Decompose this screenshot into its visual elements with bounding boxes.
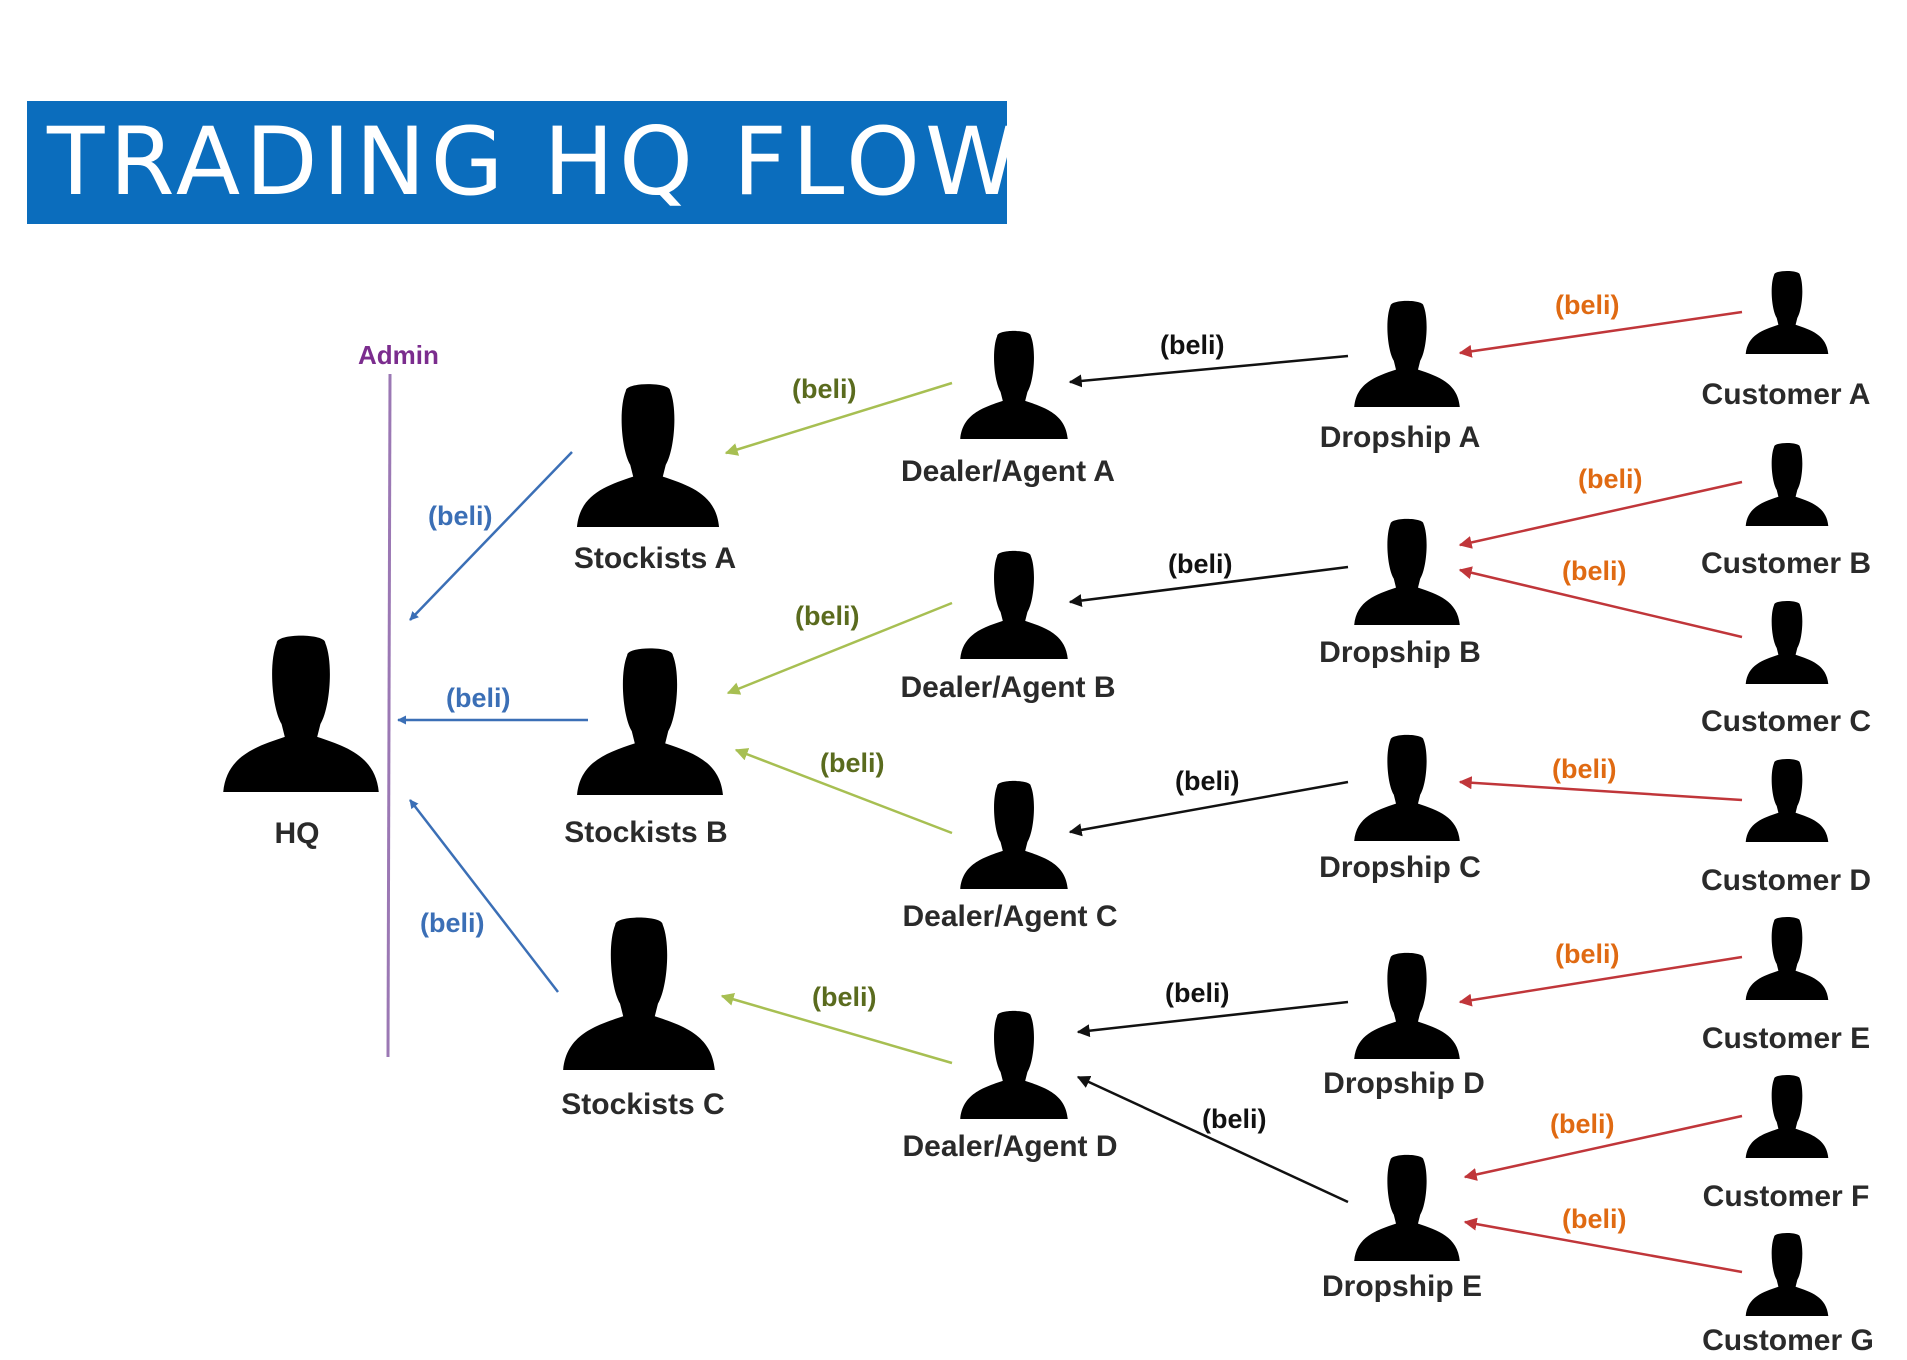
customer-d-person-icon — [1745, 759, 1829, 842]
dealer-b-person-icon — [960, 550, 1068, 659]
customer-f-person-icon — [1745, 1075, 1829, 1158]
edge-dropship-d-to-dealer-d — [1076, 1000, 1349, 1038]
edge-customer-f-to-dropship-e — [1463, 1114, 1743, 1181]
label-customer-g: Customer G — [1702, 1324, 1874, 1357]
edge-stockist-a-to-hq — [409, 451, 573, 621]
dropship-a-person-icon — [1354, 300, 1460, 407]
label-customer-c: (beli) — [1562, 556, 1627, 586]
label-dealer-b: Dealer/Agent B — [900, 671, 1115, 704]
label-dealer-a: Dealer/Agent A — [901, 455, 1115, 488]
dropship-d-person-icon — [1354, 952, 1460, 1059]
edge-customer-e-to-dropship-d — [1458, 955, 1743, 1007]
stockist-b-person-icon — [577, 648, 723, 795]
label-customer-a: (beli) — [1555, 290, 1620, 320]
customer-g-person-icon — [1745, 1233, 1829, 1316]
customer-e-person-icon — [1745, 917, 1829, 1000]
label-customer-d: (beli) — [1552, 754, 1617, 784]
stockist-c-person-icon — [563, 917, 715, 1070]
edge-dealer-b-to-stockist-b — [726, 601, 953, 695]
stockist-a-person-icon — [576, 384, 720, 527]
label-stockist-c: Stockists C — [561, 1088, 724, 1121]
label-dropship-c: (beli) — [1175, 766, 1240, 796]
customer-b-person-icon — [1745, 443, 1829, 526]
dealer-c-person-icon — [960, 780, 1068, 889]
label-dropship-b: (beli) — [1168, 549, 1233, 579]
label-customer-f: Customer F — [1703, 1180, 1870, 1213]
label-dropship-e: (beli) — [1202, 1104, 1267, 1134]
hq-person-icon — [223, 635, 379, 792]
dropship-b-person-icon — [1354, 518, 1460, 625]
edge-dealer-a-to-stockist-a — [724, 381, 953, 456]
edge-dealer-c-to-stockist-b — [734, 748, 953, 835]
label-stockist-b-to-hq: (beli) — [446, 683, 511, 713]
edge-dropship-e-to-dealer-d — [1076, 1075, 1349, 1204]
edge-customer-g-to-dropship-e — [1463, 1217, 1743, 1274]
label-hq: HQ — [275, 817, 320, 850]
label-customer-e: (beli) — [1555, 939, 1620, 969]
label-customer-b: Customer B — [1701, 547, 1871, 580]
label-dealer-d: (beli) — [812, 982, 877, 1012]
label-customer-g: (beli) — [1562, 1204, 1627, 1234]
label-dropship-e: Dropship E — [1322, 1270, 1482, 1303]
label-customer-c: Customer C — [1701, 705, 1871, 738]
label-dropship-a: Dropship A — [1320, 421, 1481, 454]
edge-dealer-d-to-stockist-c — [720, 993, 953, 1065]
admin-line — [386, 373, 392, 1058]
label-customer-a: Customer A — [1702, 378, 1871, 411]
label-dropship-d: Dropship D — [1323, 1067, 1485, 1100]
edge-stockist-c-to-hq — [409, 799, 559, 993]
title-banner: TRADING HQ FLOW — [27, 101, 1018, 224]
customer-c-person-icon — [1745, 601, 1829, 684]
page-title: TRADING HQ FLOW — [47, 108, 1023, 217]
edge-customer-d-to-dropship-c — [1458, 776, 1743, 802]
label-dropship-b: Dropship B — [1319, 636, 1481, 669]
label-stockist-b: Stockists B — [564, 816, 727, 849]
edge-customer-c-to-dropship-b — [1458, 566, 1743, 639]
dealer-a-person-icon — [960, 330, 1068, 439]
label-customer-e: Customer E — [1702, 1022, 1870, 1055]
edge-customer-a-to-dropship-a — [1458, 310, 1743, 358]
edge-dropship-a-to-dealer-a — [1068, 354, 1349, 388]
dropship-c-person-icon — [1354, 734, 1460, 841]
label-dropship-a: (beli) — [1160, 330, 1225, 360]
label-dealer-c: (beli) — [820, 748, 885, 778]
label-customer-b: (beli) — [1578, 464, 1643, 494]
label-dropship-d: (beli) — [1165, 978, 1230, 1008]
dealer-d-person-icon — [960, 1010, 1068, 1119]
label-dealer-b: (beli) — [795, 601, 860, 631]
label-dealer-d: Dealer/Agent D — [902, 1130, 1117, 1163]
label-dropship-c: Dropship C — [1319, 851, 1481, 884]
edge-dropship-b-to-dealer-b — [1068, 565, 1349, 607]
admin-label: Admin — [358, 340, 439, 370]
label-stockist-a-to-hq: (beli) — [428, 501, 493, 531]
edge-dropship-c-to-dealer-c — [1068, 780, 1349, 837]
label-dealer-a: (beli) — [792, 374, 857, 404]
customer-a-person-icon — [1745, 271, 1829, 354]
label-dealer-c: Dealer/Agent C — [902, 900, 1117, 933]
dropship-e-person-icon — [1354, 1154, 1460, 1261]
label-customer-f: (beli) — [1550, 1109, 1615, 1139]
label-stockist-c-to-hq: (beli) — [420, 908, 485, 938]
label-stockist-a: Stockists A — [574, 542, 736, 575]
edge-customer-b-to-dropship-b — [1458, 480, 1743, 549]
label-customer-d: Customer D — [1701, 864, 1871, 897]
